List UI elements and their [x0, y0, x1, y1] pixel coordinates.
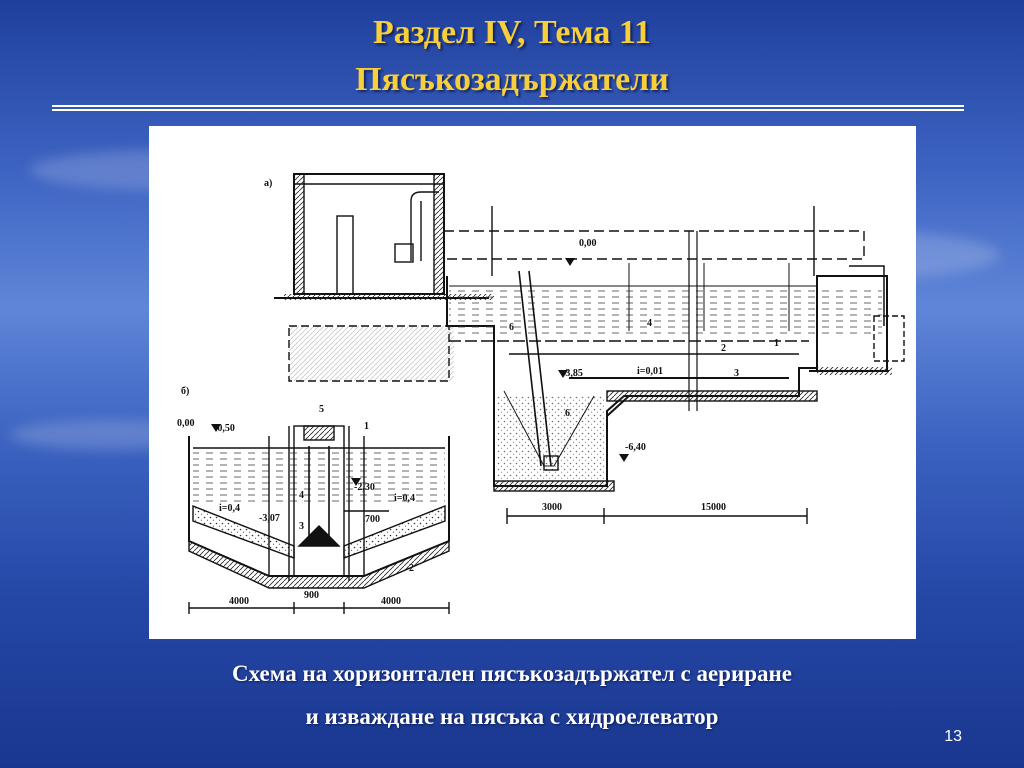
callout-number: 1 [364, 421, 369, 432]
dimension-label: 3000 [542, 502, 562, 513]
dimension-label: 4000 [229, 596, 249, 607]
label-view-a: а) [264, 178, 272, 189]
level-label: 0,00 [579, 238, 597, 249]
slide-title-line2: Пясъкозадържатели [355, 61, 669, 98]
figure-caption-line1: Схема на хоризонтален пясъкозадържател с… [232, 661, 792, 686]
callout-number: 6 [509, 322, 514, 333]
slope-label: i=0,01 [637, 366, 663, 377]
level-label: -3,07 [259, 513, 280, 524]
slope-label: i=0,4 [394, 493, 415, 504]
level-label: -3,85 [562, 368, 583, 379]
technical-drawing: а) 0,00 -3,85 -6,40 i=0,01 3000 15000 1 … [149, 126, 916, 639]
sand-trap-drawing: а) 0,00 -3,85 -6,40 i=0,01 3000 15000 1 … [177, 173, 905, 614]
view-b [188, 424, 450, 614]
callout-number: 4 [647, 318, 652, 329]
dimension-label: 4000 [381, 596, 401, 607]
callout-number: 2 [721, 343, 726, 354]
view-a [274, 173, 905, 524]
callout-number: 6 [565, 408, 570, 419]
callout-number: 5 [319, 404, 324, 415]
dimension-label: 700 [365, 514, 380, 525]
callout-number: 1 [774, 338, 779, 349]
level-label: 0,00 [177, 418, 195, 429]
level-label: -6,40 [625, 442, 646, 453]
callout-number: 4 [299, 490, 304, 501]
slide-title-line1: Раздел IV, Тема 11 [372, 14, 652, 51]
title-divider [52, 105, 964, 111]
callout-number: 3 [299, 521, 304, 532]
level-label: -2,30 [354, 482, 375, 493]
slope-label: i=0,4 [219, 503, 240, 514]
callout-number: 3 [734, 368, 739, 379]
level-label: -0,50 [214, 423, 235, 434]
slide-number: 13 [944, 728, 962, 745]
dimension-label: 15000 [701, 502, 726, 513]
label-view-b: б) [181, 386, 189, 397]
dimension-label: 900 [304, 590, 319, 601]
callout-number: 2 [409, 563, 414, 574]
figure-caption-line2: и изваждане на пясъка с хидроелеватор [305, 704, 719, 729]
